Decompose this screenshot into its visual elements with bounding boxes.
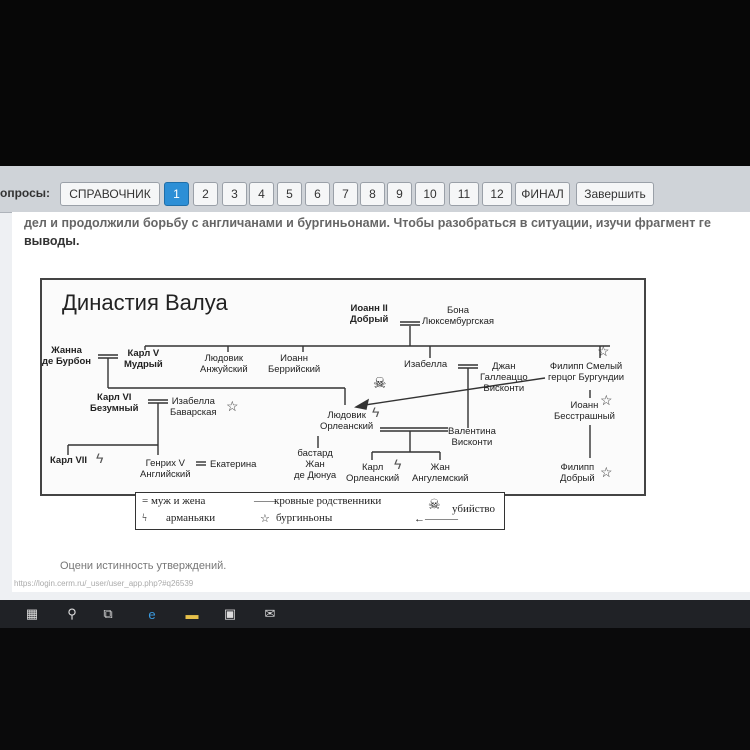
skull-icon: ☠: [373, 375, 387, 392]
tree-legend: = муж и жена —— кровные родственники ϟ а…: [135, 492, 505, 530]
legend-armagnacs: арманьяки: [166, 512, 216, 524]
task-view-icon[interactable]: ⧉: [103, 606, 113, 621]
page-7-button[interactable]: 7: [333, 182, 358, 206]
reference-button[interactable]: СПРАВОЧНИК: [60, 182, 160, 206]
page-2-button[interactable]: 2: [193, 182, 218, 206]
page-10-button[interactable]: 10: [415, 182, 445, 206]
person-izabella: Изабелла: [404, 359, 448, 370]
tree-title: Династия Валуа: [62, 290, 228, 315]
star-icon: ☆: [260, 513, 270, 525]
legend-relatives: кровные родственники: [274, 495, 382, 507]
lightning-icon: ϟ: [394, 456, 402, 472]
person-ekaterina: Екатерина: [210, 459, 257, 470]
file-explorer-icon[interactable]: ▬: [185, 606, 199, 622]
monitor-bezel-top: [0, 0, 750, 166]
page-8-button[interactable]: 8: [360, 182, 385, 206]
edge-browser-icon[interactable]: e: [148, 606, 156, 622]
page-6-button[interactable]: 6: [305, 182, 330, 206]
star-icon: ☆: [597, 343, 610, 359]
star-icon: ☆: [600, 464, 613, 480]
arrow-left-icon: ←———: [414, 513, 458, 525]
finish-button[interactable]: Завершить: [576, 182, 654, 206]
lightning-icon: ϟ: [142, 512, 147, 524]
mail-icon[interactable]: ✉: [264, 606, 276, 621]
page-12-button[interactable]: 12: [482, 182, 512, 206]
page-3-button[interactable]: 3: [222, 182, 247, 206]
page-11-button[interactable]: 11: [449, 182, 479, 206]
page-9-button[interactable]: 9: [387, 182, 412, 206]
intro-line-2: выводы.: [24, 234, 80, 248]
windows-taskbar: ▦ ⚲ ⧉ e ▬ ▣ ✉: [0, 600, 750, 628]
legend-relatives-line: ——: [254, 495, 276, 507]
question-prompt: Оцени истинность утверждений.: [60, 560, 227, 572]
star-icon: ☆: [226, 398, 239, 414]
intro-line-1: дел и продолжили борьбу с англичанами и …: [24, 216, 711, 230]
search-icon[interactable]: ⚲: [67, 606, 77, 621]
star-icon: ☆: [600, 392, 613, 408]
monitor-bezel-bottom: [0, 628, 750, 750]
legend-spouse: = муж и жена: [142, 495, 206, 507]
page-1-button[interactable]: 1: [164, 182, 189, 206]
dynasty-tree-figure: Династия Валуа: [40, 278, 646, 496]
legend-murder: убийство: [452, 503, 496, 515]
legend-burgundians: бургиньоны: [276, 512, 333, 524]
person-karl-7: Карл VII: [50, 455, 88, 466]
question-nav-bar: опросы: СПРАВОЧНИК 1 2 3 4 5 6 7 8 9 10 …: [0, 166, 750, 213]
store-icon[interactable]: ▣: [223, 606, 237, 621]
status-bar-url: https://login.cerm.ru/_user/user_app.php…: [14, 579, 194, 588]
final-button[interactable]: ФИНАЛ: [515, 182, 570, 206]
windows-start-icon[interactable]: ▦: [25, 606, 39, 621]
lightning-icon: ϟ: [372, 404, 380, 420]
page-5-button[interactable]: 5: [277, 182, 302, 206]
nav-label: опросы:: [0, 186, 50, 200]
page-4-button[interactable]: 4: [249, 182, 274, 206]
lightning-icon: ϟ: [96, 450, 104, 466]
skull-icon: ☠: [428, 498, 441, 513]
